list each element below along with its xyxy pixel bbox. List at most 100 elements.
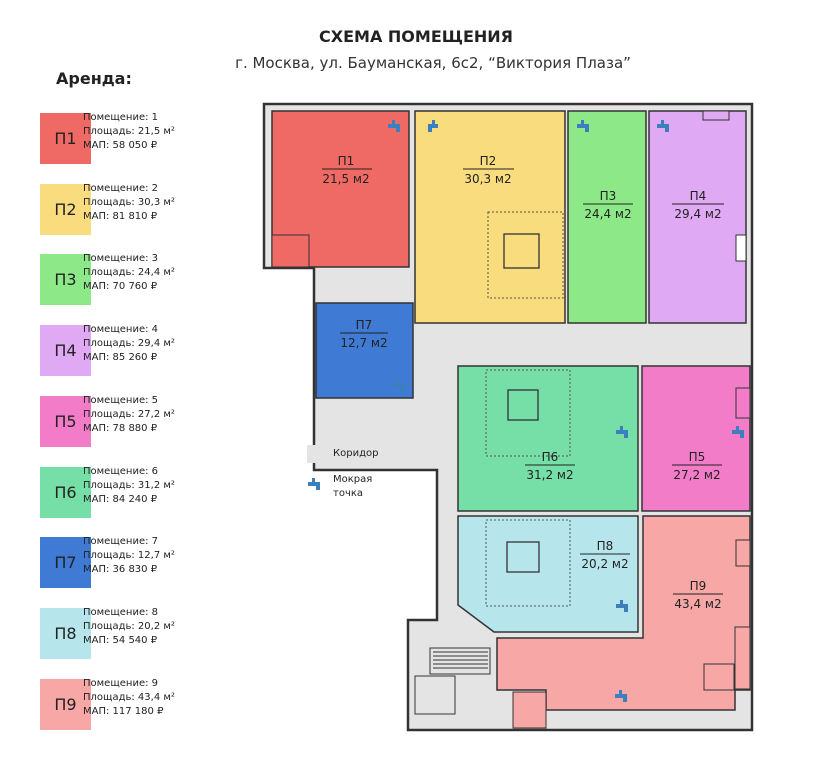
room-p7[interactable] bbox=[315, 302, 414, 399]
room-p5[interactable] bbox=[641, 365, 751, 512]
legend-item-p2[interactable]: П2 Помещение: 2 Площадь: 30,3 м² МАП: 81… bbox=[40, 183, 240, 236]
legend-room: Помещение: 4 bbox=[83, 324, 159, 335]
legend-price: МАП: 54 540 ₽ bbox=[83, 635, 158, 646]
room-label-p1: П1 21,5 м2 bbox=[322, 154, 372, 186]
legend-item-p6[interactable]: П6 Помещение: 6 Площадь: 31,2 м² МАП: 84… bbox=[40, 466, 240, 519]
room-code: П7 bbox=[356, 318, 373, 332]
room-area: 21,5 м2 bbox=[322, 172, 369, 186]
legend-price: МАП: 84 240 ₽ bbox=[83, 494, 158, 505]
room-p8[interactable] bbox=[457, 515, 639, 633]
legend-item-p7[interactable]: П7 Помещение: 7 Площадь: 12,7 м² МАП: 36… bbox=[40, 536, 240, 589]
legend-area: Площадь: 43,4 м² bbox=[83, 692, 175, 703]
room-label-p4: П4 29,4 м2 bbox=[672, 189, 724, 221]
legend-price: МАП: 85 260 ₽ bbox=[83, 352, 158, 363]
legend-room: Помещение: 5 bbox=[83, 395, 159, 406]
room-label-p5: П5 27,2 м2 bbox=[672, 450, 722, 482]
legend-item-p3[interactable]: П3 Помещение: 3 Площадь: 24,4 м² МАП: 70… bbox=[40, 253, 240, 306]
corridor-swatch bbox=[307, 445, 325, 463]
room-code: П2 bbox=[480, 154, 497, 168]
legend-swatch: П8 bbox=[40, 608, 91, 659]
room-code: П5 bbox=[689, 450, 706, 464]
room-label-p6: П6 31,2 м2 bbox=[525, 450, 575, 482]
room-label-p8: П8 20,2 м2 bbox=[580, 539, 630, 571]
room-code: П1 bbox=[338, 154, 355, 168]
legend-room: Помещение: 8 bbox=[83, 607, 159, 618]
room-area: 12,7 м2 bbox=[340, 336, 387, 350]
tap-icon bbox=[577, 120, 589, 132]
room-code: П4 bbox=[690, 189, 707, 203]
room-label-p7: П7 12,7 м2 bbox=[340, 318, 388, 350]
key-wet-point-label-1: Мокрая bbox=[333, 474, 373, 485]
legend-area: Площадь: 30,3 м² bbox=[83, 197, 175, 208]
key-wet-point-label-2: точка bbox=[333, 488, 364, 499]
legend-item-p5[interactable]: П5 Помещение: 5 Площадь: 27,2 м² МАП: 78… bbox=[40, 395, 240, 448]
room-code: П9 bbox=[690, 579, 707, 593]
tap-icon bbox=[732, 426, 744, 438]
legend-swatch: П1 bbox=[40, 113, 91, 164]
room-code: П6 bbox=[542, 450, 559, 464]
tap-icon bbox=[615, 690, 627, 702]
legend-room: Помещение: 6 bbox=[83, 466, 159, 477]
legend-price: МАП: 117 180 ₽ bbox=[83, 706, 164, 717]
legend-item-p8[interactable]: П8 Помещение: 8 Площадь: 20,2 м² МАП: 54… bbox=[40, 607, 240, 660]
tap-icon bbox=[393, 380, 405, 392]
room-p1[interactable] bbox=[271, 110, 410, 268]
room-label-p2: П2 30,3 м2 bbox=[463, 154, 514, 186]
legend-area: Площадь: 20,2 м² bbox=[83, 621, 175, 632]
room-p3[interactable] bbox=[567, 110, 647, 324]
room-code: П3 bbox=[600, 189, 617, 203]
room-area: 31,2 м2 bbox=[526, 468, 573, 482]
legend-price: МАП: 81 810 ₽ bbox=[83, 211, 158, 222]
tap-icon bbox=[616, 426, 628, 438]
room-area: 43,4 м2 bbox=[674, 597, 721, 611]
stair-block bbox=[414, 647, 491, 715]
legend-price: МАП: 58 050 ₽ bbox=[83, 140, 158, 151]
wet-point-icon bbox=[308, 478, 320, 490]
legend-swatch: П4 bbox=[40, 325, 91, 376]
legend-room: Помещение: 7 bbox=[83, 536, 159, 547]
tap-icon bbox=[388, 120, 400, 132]
room-area: 20,2 м2 bbox=[581, 557, 628, 571]
legend-title: Аренда: bbox=[56, 69, 132, 88]
legend-price: МАП: 78 880 ₽ bbox=[83, 423, 158, 434]
room-area: 30,3 м2 bbox=[464, 172, 511, 186]
tap-icon bbox=[616, 600, 628, 612]
tap-icons bbox=[388, 120, 744, 702]
legend-area: Площадь: 24,4 м² bbox=[83, 267, 175, 278]
legend-room: Помещение: 2 bbox=[83, 183, 159, 194]
room-label-p3: П3 24,4 м2 bbox=[583, 189, 633, 221]
room-p2[interactable] bbox=[414, 110, 566, 324]
legend-swatch: П2 bbox=[40, 184, 91, 235]
legend-swatch: П3 bbox=[40, 254, 91, 305]
room-label-p9: П9 43,4 м2 bbox=[673, 579, 723, 611]
legend-price: МАП: 70 760 ₽ bbox=[83, 281, 158, 292]
room-area: 27,2 м2 bbox=[673, 468, 720, 482]
key-corridor-label: Коридор bbox=[333, 448, 379, 459]
legend-area: Площадь: 12,7 м² bbox=[83, 550, 175, 561]
room-p6[interactable] bbox=[457, 365, 639, 512]
legend-price: МАП: 36 830 ₽ bbox=[83, 564, 158, 575]
legend-room: Помещение: 1 bbox=[83, 112, 159, 123]
tap-icon bbox=[657, 120, 669, 132]
legend-item-p1[interactable]: П1 Помещение: 1 Площадь: 21,5 м² МАП: 58… bbox=[40, 112, 240, 165]
legend-area: Площадь: 29,4 м² bbox=[83, 338, 175, 349]
legend-area: Площадь: 27,2 м² bbox=[83, 409, 175, 420]
legend-area: Площадь: 31,2 м² bbox=[83, 480, 175, 491]
room-p9[interactable] bbox=[496, 515, 751, 729]
legend-swatch: П5 bbox=[40, 396, 91, 447]
legend-room: Помещение: 9 bbox=[83, 678, 159, 689]
page-title: СХЕМА ПОМЕЩЕНИЯ bbox=[319, 27, 513, 46]
legend-swatch: П9 bbox=[40, 679, 91, 730]
legend-item-p9[interactable]: П9 Помещение: 9 Площадь: 43,4 м² МАП: 11… bbox=[40, 678, 240, 731]
legend-room: Помещение: 3 bbox=[83, 253, 159, 264]
legend-area: Площадь: 21,5 м² bbox=[83, 126, 175, 137]
legend-item-p4[interactable]: П4 Помещение: 4 Площадь: 29,4 м² МАП: 85… bbox=[40, 324, 240, 377]
legend-swatch: П7 bbox=[40, 537, 91, 588]
tap-icon bbox=[428, 120, 438, 132]
room-area: 29,4 м2 bbox=[674, 207, 721, 221]
legend-swatch: П6 bbox=[40, 467, 91, 518]
room-p4[interactable] bbox=[648, 110, 747, 324]
room-area: 24,4 м2 bbox=[584, 207, 631, 221]
page-address: г. Москва, ул. Бауманская, 6с2, “Виктори… bbox=[235, 54, 631, 72]
